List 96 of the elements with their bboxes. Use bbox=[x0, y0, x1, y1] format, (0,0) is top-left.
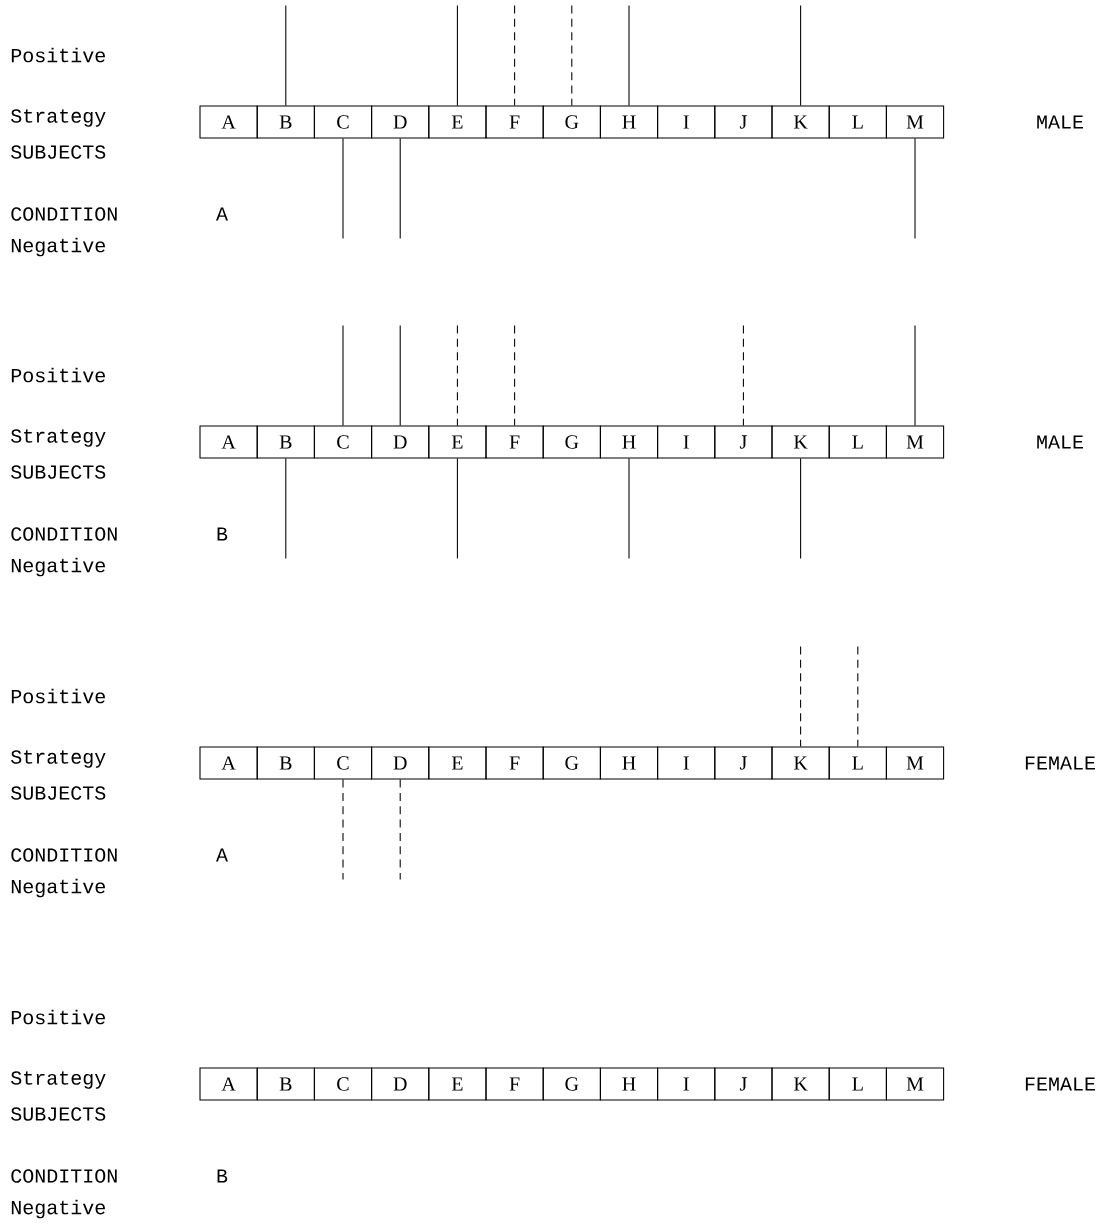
row-label: Strategy bbox=[11, 750, 106, 768]
polarity-label: Negative bbox=[11, 878, 105, 898]
polarity-label: Positive bbox=[11, 47, 105, 63]
letter-cell: D bbox=[371, 1067, 430, 1101]
letter-cell: K bbox=[771, 746, 830, 780]
letter-cell: G bbox=[542, 105, 601, 139]
letter-cell: I bbox=[657, 1067, 716, 1101]
letter-cell: M bbox=[885, 105, 945, 139]
letter-cell: L bbox=[828, 1067, 887, 1101]
letter-cell: E bbox=[428, 105, 487, 139]
letter-cell: B bbox=[256, 1067, 315, 1101]
letter-cell: K bbox=[771, 105, 830, 139]
letter-cell: G bbox=[542, 425, 601, 459]
tick-line bbox=[800, 4, 802, 106]
letter-cell: B bbox=[256, 746, 315, 780]
row-label: CONDITION bbox=[11, 527, 117, 541]
polarity-label: Positive bbox=[11, 367, 105, 383]
tick-line bbox=[342, 779, 344, 881]
row-label: CONDITION bbox=[11, 1169, 117, 1183]
tick-line bbox=[285, 4, 287, 106]
tick-line bbox=[628, 4, 630, 106]
condition-letter: A bbox=[216, 848, 228, 862]
letter-cell: A bbox=[199, 1067, 258, 1101]
letter-cell: J bbox=[714, 425, 773, 459]
letter-cell: C bbox=[313, 1067, 373, 1101]
condition-letter: B bbox=[217, 527, 228, 541]
tick-line bbox=[399, 324, 401, 426]
letter-cell: E bbox=[428, 425, 487, 459]
row-label: SUBJECTS bbox=[11, 465, 106, 479]
condition-letter: B bbox=[217, 1169, 228, 1183]
letter-cell: C bbox=[313, 746, 373, 780]
polarity-label: Negative bbox=[11, 557, 105, 577]
row-label: SUBJECTS bbox=[11, 786, 106, 800]
letter-cell: L bbox=[828, 105, 887, 139]
letter-cell: E bbox=[428, 1067, 487, 1101]
letter-cell: H bbox=[599, 746, 659, 780]
letter-cell: A bbox=[199, 105, 258, 139]
tick-line bbox=[456, 458, 458, 560]
letter-cell: A bbox=[199, 746, 258, 780]
letter-cell: G bbox=[542, 1067, 601, 1101]
row-label: CONDITION bbox=[11, 848, 117, 862]
sex-label: MALE bbox=[1037, 435, 1083, 449]
letter-cell: J bbox=[714, 105, 773, 139]
letter-cell: B bbox=[256, 425, 315, 459]
letter-cell: C bbox=[313, 425, 373, 459]
letter-cell: D bbox=[371, 105, 430, 139]
tick-line bbox=[914, 138, 916, 240]
polarity-label: Positive bbox=[11, 1009, 105, 1025]
letter-cell: L bbox=[828, 746, 887, 780]
letter-cell: A bbox=[199, 425, 258, 459]
letter-cell: I bbox=[657, 105, 716, 139]
letter-cell: K bbox=[771, 1067, 830, 1101]
letter-cell: C bbox=[313, 105, 373, 139]
letter-cell: F bbox=[485, 1067, 544, 1101]
row-label: SUBJECTS bbox=[11, 145, 106, 159]
tick-line bbox=[914, 324, 916, 426]
letter-cell: H bbox=[599, 1067, 659, 1101]
polarity-label: Positive bbox=[11, 688, 105, 704]
sex-label: FEMALE bbox=[1025, 1077, 1095, 1091]
letter-cell: D bbox=[371, 425, 430, 459]
tick-line bbox=[399, 779, 401, 881]
row-label: CONDITION bbox=[11, 207, 117, 221]
tick-line bbox=[456, 4, 458, 106]
row-label: SUBJECTS bbox=[11, 1107, 106, 1121]
tick-line bbox=[800, 458, 802, 560]
letter-cell: I bbox=[657, 746, 716, 780]
letter-cell: I bbox=[657, 425, 716, 459]
letter-cell: M bbox=[885, 1067, 945, 1101]
letter-cell: J bbox=[714, 746, 773, 780]
row-label: Strategy bbox=[11, 109, 106, 127]
condition-letter: A bbox=[216, 207, 228, 221]
letter-cell: E bbox=[428, 746, 487, 780]
polarity-label: Negative bbox=[11, 237, 105, 257]
letter-cell: M bbox=[885, 425, 945, 459]
row-label: Strategy bbox=[11, 429, 106, 447]
letter-cell: H bbox=[599, 425, 659, 459]
letter-cell: M bbox=[885, 746, 945, 780]
tick-line bbox=[628, 458, 630, 560]
letter-cell: L bbox=[828, 425, 887, 459]
tick-line bbox=[399, 138, 401, 240]
sex-label: FEMALE bbox=[1025, 756, 1095, 770]
letter-cell: H bbox=[599, 105, 659, 139]
letter-cell: K bbox=[771, 425, 830, 459]
letter-cell: D bbox=[371, 746, 430, 780]
sex-label: MALE bbox=[1037, 115, 1083, 129]
row-label: Strategy bbox=[11, 1071, 106, 1089]
polarity-label: Negative bbox=[11, 1199, 105, 1219]
tick-line bbox=[285, 458, 287, 560]
letter-cell: F bbox=[485, 746, 544, 780]
tick-line bbox=[342, 138, 344, 240]
tick-line bbox=[342, 324, 344, 426]
letter-cell: B bbox=[256, 105, 315, 139]
letter-cell: G bbox=[542, 746, 601, 780]
letter-cell: J bbox=[714, 1067, 773, 1101]
letter-cell: F bbox=[485, 425, 544, 459]
letter-cell: F bbox=[485, 105, 544, 139]
